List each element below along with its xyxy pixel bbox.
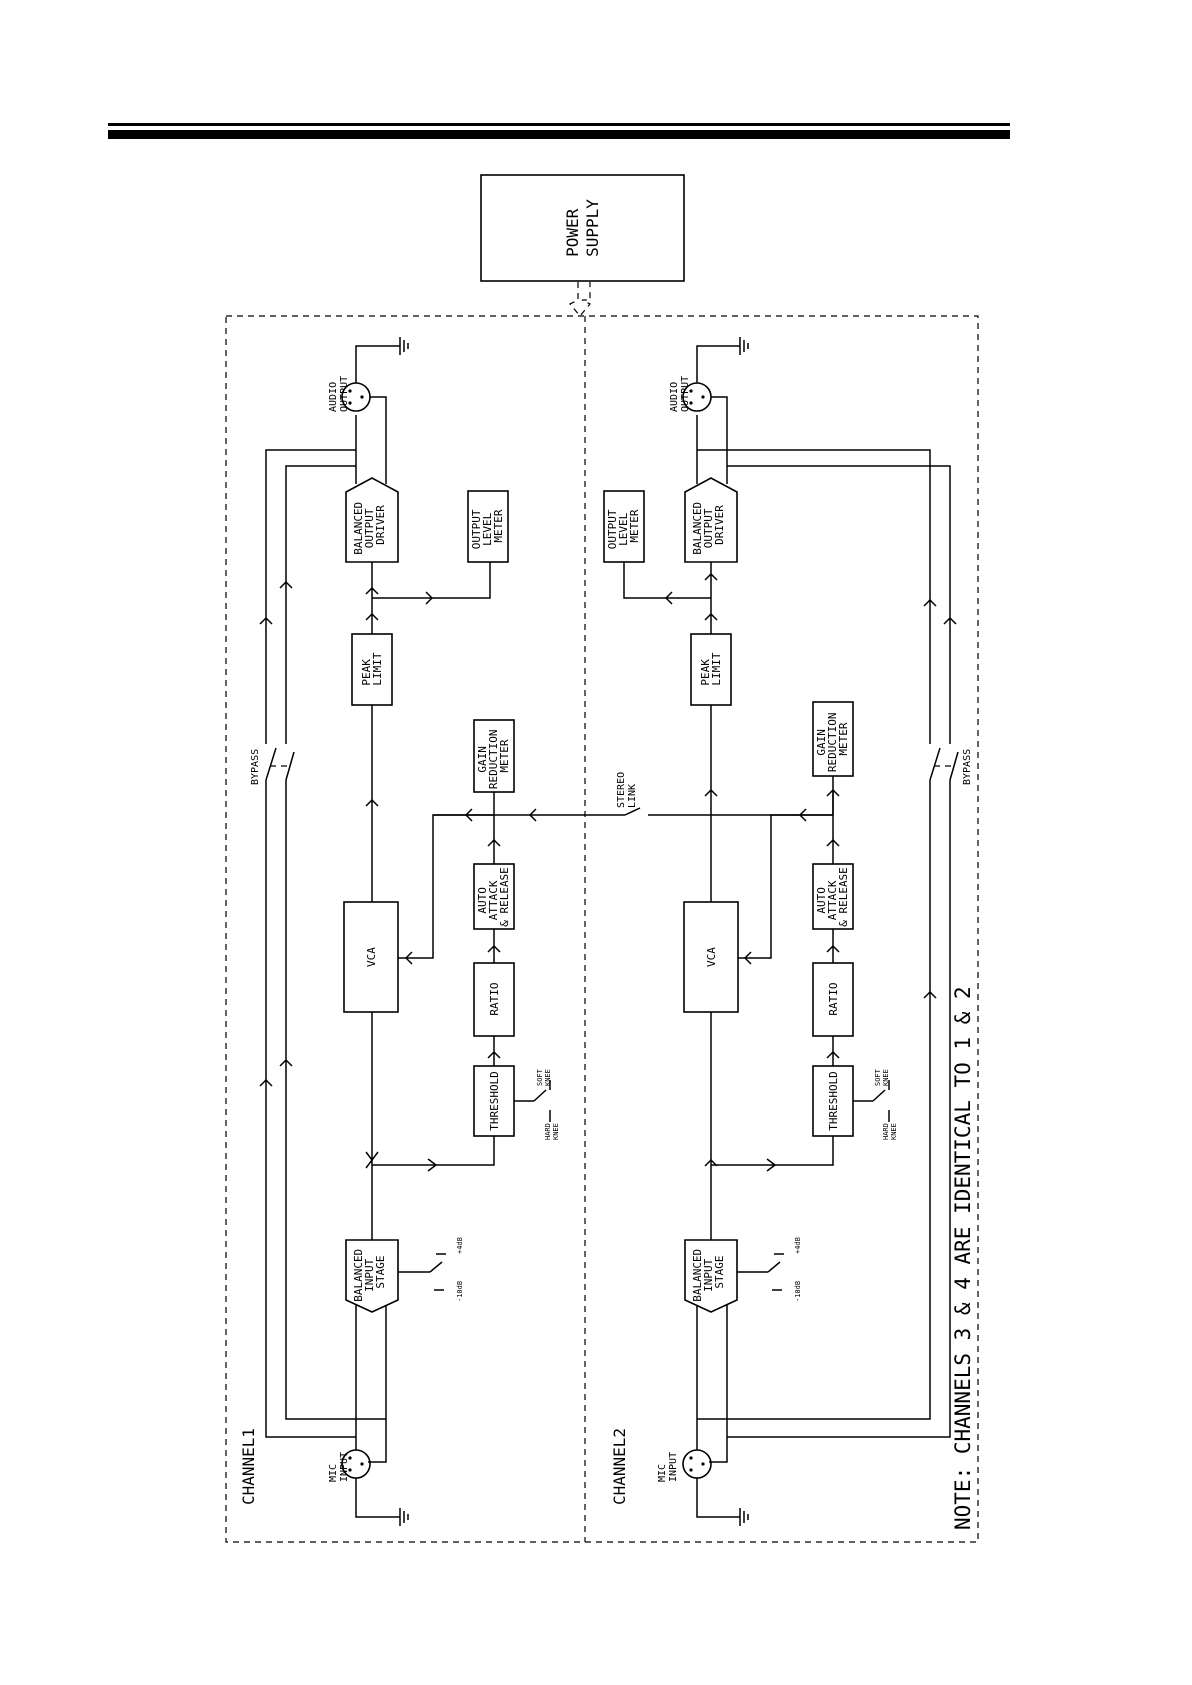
svg-text:VCA: VCA xyxy=(365,947,378,967)
mic-input-label: MIC INPUT xyxy=(657,1452,679,1482)
knee-switch: HARD KNEE SOFT KNEE xyxy=(514,1065,560,1140)
svg-text:RATIO: RATIO xyxy=(827,982,840,1015)
note-text: NOTE: CHANNELS 3 & 4 ARE IDENTICAL TO 1 … xyxy=(951,986,975,1530)
stereo-link-switch: STEREO LINK xyxy=(433,766,833,822)
channel-2: CHANNEL2 MIC INPUT BALANCED INPUT STAGE xyxy=(603,337,973,1526)
input-stage-block: BALANCED INPUT STAGE xyxy=(345,1239,399,1313)
ground-icon xyxy=(399,337,409,355)
audio-output-label: AUDIO OUTPUT xyxy=(669,376,691,412)
svg-text:PEAK LIMIT: PEAK LIMIT xyxy=(699,652,723,685)
svg-text:OUTPUT LEVEL M: OUTPUT LEVEL METER xyxy=(606,503,641,549)
header-rule-thick xyxy=(108,130,1010,139)
ground-icon xyxy=(399,1508,409,1526)
svg-text:VCA: VCA xyxy=(705,947,718,967)
threshold-block: THRESHOLD xyxy=(812,1065,854,1137)
svg-text:BALANCED INPUT: BALANCED INPUT STAGE xyxy=(352,1242,387,1302)
svg-text:SOFT KNEE: SOFT KNEE xyxy=(536,1065,552,1086)
level-switch: -10dB +4dB xyxy=(398,1237,464,1302)
attack-release-block: AUTO ATTACK & RELEASE xyxy=(473,863,515,930)
ground-icon xyxy=(739,337,749,355)
svg-text:-10dB: -10dB xyxy=(794,1281,802,1302)
ratio-block: RATIO xyxy=(812,962,854,1037)
threshold-block: THRESHOLD xyxy=(473,1065,515,1137)
header-rule-thin xyxy=(108,123,1010,126)
mic-input-label: MIC INPUT xyxy=(328,1452,350,1482)
svg-text:+4dB: +4dB xyxy=(456,1237,464,1254)
bypass-switch: BYPASS xyxy=(250,744,295,785)
svg-text:BALANCED INPUT: BALANCED INPUT STAGE xyxy=(691,1242,726,1302)
output-level-meter-block: OUTPUT LEVEL METER xyxy=(467,490,509,563)
channel-2-title: CHANNEL2 xyxy=(610,1428,629,1505)
ground-icon xyxy=(739,1508,749,1526)
vca-block: VCA xyxy=(683,901,739,1013)
svg-text:BYPASS: BYPASS xyxy=(962,749,973,785)
attack-release-block: AUTO ATTACK & RELEASE xyxy=(812,863,854,930)
power-supply-block: POWER SUPPLY xyxy=(480,174,685,282)
svg-text:POWER SUPPLY: POWER SUPPLY xyxy=(563,199,602,257)
gain-reduction-meter-block: GAIN REDUCTION METER xyxy=(473,719,515,793)
peak-limit-block: PEAK LIMIT xyxy=(351,633,393,706)
svg-text:HARD KNEE: HARD KNEE xyxy=(882,1119,898,1140)
svg-text:GAIN REDUCTION: GAIN REDUCTION METER xyxy=(815,706,850,772)
mic-input-connector-icon xyxy=(682,1449,712,1479)
svg-text:RATIO: RATIO xyxy=(488,982,501,1015)
output-driver-block: BALANCED OUTPUT DRIVER xyxy=(345,477,399,563)
vca-block: VCA xyxy=(343,901,399,1013)
audio-output-label: AUDIO OUTPUT xyxy=(328,376,350,412)
power-connector xyxy=(569,282,591,317)
svg-text:GAIN REDUCTION: GAIN REDUCTION METER xyxy=(476,723,511,789)
svg-text:HARD KNEE: HARD KNEE xyxy=(544,1119,560,1140)
svg-text:BALANCED OUTPUT: BALANCED OUTPUT DRIVER xyxy=(691,495,726,555)
channel-1: CHANNEL1 MIC INPUT BALANCED INPUT STAGE xyxy=(239,337,560,1526)
svg-text:OUTPUT LEVEL M: OUTPUT LEVEL METER xyxy=(470,503,505,549)
svg-text:BYPASS: BYPASS xyxy=(250,749,261,785)
bypass-switch: BYPASS xyxy=(924,744,973,785)
channels-enclosure xyxy=(225,315,979,1543)
svg-text:SOFT KNEE: SOFT KNEE xyxy=(874,1065,890,1086)
output-driver-block: BALANCED OUTPUT DRIVER xyxy=(684,477,738,563)
svg-text:AUTO ATTACK &: AUTO ATTACK & RELEASE xyxy=(476,867,511,927)
peak-limit-block: PEAK LIMIT xyxy=(690,633,732,706)
svg-text:THRESHOLD: THRESHOLD xyxy=(827,1071,840,1131)
gain-reduction-meter-block: GAIN REDUCTION METER xyxy=(812,701,854,777)
svg-text:AUTO ATTACK &: AUTO ATTACK & RELEASE xyxy=(815,867,850,927)
ratio-block: RATIO xyxy=(473,962,515,1037)
svg-text:THRESHOLD: THRESHOLD xyxy=(488,1071,501,1131)
svg-text:-10dB: -10dB xyxy=(456,1281,464,1302)
channel-1-title: CHANNEL1 xyxy=(239,1428,258,1505)
svg-text:PEAK LIMIT: PEAK LIMIT xyxy=(360,652,384,685)
svg-text:STEREO LINK: STEREO LINK xyxy=(616,766,638,808)
knee-switch: HARD KNEE SOFT KNEE xyxy=(853,1065,898,1140)
output-level-meter-block: OUTPUT LEVEL METER xyxy=(603,490,645,563)
svg-text:+4dB: +4dB xyxy=(794,1237,802,1254)
svg-text:BALANCED OUTPUT: BALANCED OUTPUT DRIVER xyxy=(352,495,387,555)
level-switch: -10dB +4dB xyxy=(737,1237,802,1302)
input-stage-block: BALANCED INPUT STAGE xyxy=(684,1239,738,1313)
